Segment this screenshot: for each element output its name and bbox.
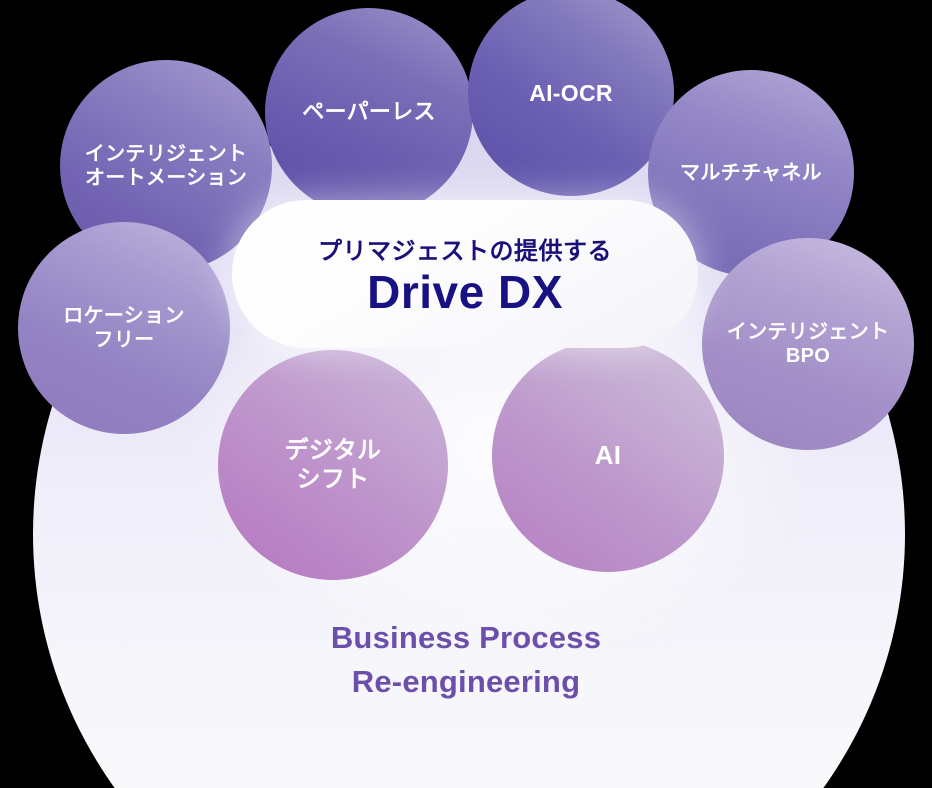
bubble-label-ai: AI <box>594 440 622 471</box>
bubble-ai[interactable]: AI <box>492 340 724 572</box>
bubble-label-intelligent-automation: インテリジェント オートメーション <box>84 142 248 189</box>
center-card: プリマジェストの提供する Drive DX <box>232 200 698 348</box>
bubble-intelligent-bpo[interactable]: インテリジェント BPO <box>702 238 914 450</box>
bubble-digital-shift[interactable]: デジタル シフト <box>218 350 448 580</box>
bubble-label-ai-ocr: AI-OCR <box>529 79 613 106</box>
bubble-location-free[interactable]: ロケーション フリー <box>18 222 230 434</box>
center-card-subtitle: プリマジェストの提供する <box>318 237 612 265</box>
bubble-paperless[interactable]: ペーパーレス <box>265 8 473 216</box>
bubble-label-paperless: ペーパーレス <box>302 98 436 124</box>
center-card-title: Drive DX <box>367 265 563 318</box>
bubble-ai-ocr[interactable]: AI-OCR <box>468 0 674 196</box>
bubble-label-location-free: ロケーション フリー <box>63 304 185 351</box>
bubble-label-digital-shift: デジタル シフト <box>284 436 382 493</box>
bubble-label-multichannel: マルチチャネル <box>680 161 822 184</box>
bottom-caption: Business Process Re-engineering <box>330 620 602 700</box>
bubble-label-intelligent-bpo: インテリジェント BPO <box>726 320 890 367</box>
